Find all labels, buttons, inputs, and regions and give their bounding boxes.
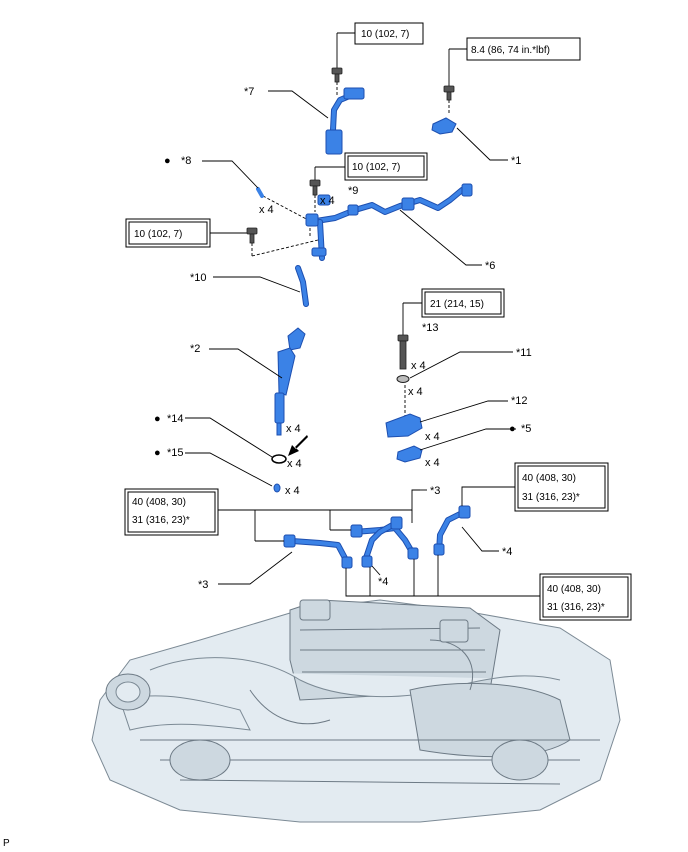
- qty-14: x 4: [287, 458, 302, 470]
- svg-text:31 (316, 23)*: 31 (316, 23)*: [547, 602, 605, 613]
- part-11-washer: [396, 375, 410, 383]
- torque-box-7: 10 (102, 7): [354, 22, 424, 45]
- qty-12: x 4: [425, 431, 440, 443]
- arrow-icon: [288, 435, 308, 456]
- torque-box-right-top: 40 (408, 30) 31 (316, 23)*: [514, 462, 609, 512]
- svg-text:40 (408, 30): 40 (408, 30): [522, 473, 576, 484]
- svg-text:40 (408, 30): 40 (408, 30): [132, 497, 186, 508]
- qty-13: x 4: [411, 360, 426, 372]
- callout-13: *13: [422, 322, 439, 334]
- callout-10: *10: [190, 272, 207, 284]
- callout-15: *15: [167, 447, 184, 459]
- part-7-sensor: [325, 87, 365, 155]
- bullet-8: ●: [164, 155, 171, 167]
- callout-8: *8: [181, 155, 191, 167]
- callout-leaders: [185, 90, 516, 585]
- callout-2: *2: [190, 343, 200, 355]
- svg-text:8.4 (86, 74 in.*lbf): 8.4 (86, 74 in.*lbf): [471, 45, 550, 56]
- callout-9: *9: [348, 185, 358, 197]
- torque-box-13: 21 (214, 15): [421, 288, 505, 318]
- part-1-bracket: [431, 117, 457, 135]
- qty-8: x 4: [259, 204, 274, 216]
- part-8-clip: [256, 187, 264, 198]
- svg-text:31 (316, 23)*: 31 (316, 23)*: [132, 515, 190, 526]
- bullet-14: ●: [154, 413, 161, 425]
- callout-11: *11: [516, 347, 532, 359]
- callout-7: *7: [244, 86, 254, 98]
- svg-text:40 (408, 30): 40 (408, 30): [547, 584, 601, 595]
- part-2-injector: [274, 327, 306, 436]
- torque-box-9: 10 (102, 7): [344, 152, 428, 181]
- callout-1: *1: [511, 155, 521, 167]
- bolt-8: [210, 227, 258, 256]
- svg-text:31 (316, 23)*: 31 (316, 23)*: [522, 492, 580, 503]
- torque-box-1: 8.4 (86, 74 in.*lbf): [466, 37, 581, 61]
- callout-3-bottom: *3: [198, 579, 208, 591]
- qty-15: x 4: [285, 485, 300, 497]
- part-14-washer: [271, 454, 287, 464]
- svg-text:10 (102, 7): 10 (102, 7): [352, 162, 400, 173]
- callout-4-center: *4: [378, 576, 388, 588]
- callout-5: *5: [521, 423, 531, 435]
- bullet-15: ●: [154, 447, 161, 459]
- bolt-13: [397, 302, 422, 370]
- callout-3-top: *3: [430, 485, 440, 497]
- torque-box-right-bottom: 40 (408, 30) 31 (316, 23)*: [539, 573, 632, 621]
- svg-text:21 (214, 15): 21 (214, 15): [430, 299, 484, 310]
- bolt-1: [443, 48, 467, 114]
- part-3-4-injection-pipes: [283, 505, 471, 569]
- part-5-clamp: [396, 445, 423, 463]
- torque-box-left: 40 (408, 30) 31 (316, 23)*: [124, 488, 219, 536]
- bolt-7: [331, 32, 355, 96]
- qty-2: x 4: [286, 423, 301, 435]
- torque-bracket-lines: [218, 486, 540, 597]
- bullet-5: ●: [509, 423, 516, 435]
- part-6-fuel-pipe: [305, 183, 473, 261]
- qty-9: x 4: [320, 195, 335, 207]
- svg-text:10 (102, 7): 10 (102, 7): [134, 229, 182, 240]
- callout-12: *12: [511, 395, 528, 407]
- bolt-9: [309, 166, 345, 212]
- part-12-clamp: [385, 413, 423, 438]
- callout-6: *6: [485, 260, 495, 272]
- qty-5: x 4: [425, 457, 440, 469]
- svg-text:10 (102, 7): 10 (102, 7): [361, 29, 409, 40]
- callout-4-right: *4: [502, 546, 512, 558]
- torque-box-8: 10 (102, 7): [125, 218, 211, 248]
- part-15-oring: [273, 483, 281, 493]
- page-marker: P: [3, 838, 10, 849]
- qty-11: x 4: [408, 386, 423, 398]
- part-10-leak-pipe: [295, 265, 309, 307]
- callout-14: *14: [167, 413, 184, 425]
- engine-illustration: [91, 599, 621, 823]
